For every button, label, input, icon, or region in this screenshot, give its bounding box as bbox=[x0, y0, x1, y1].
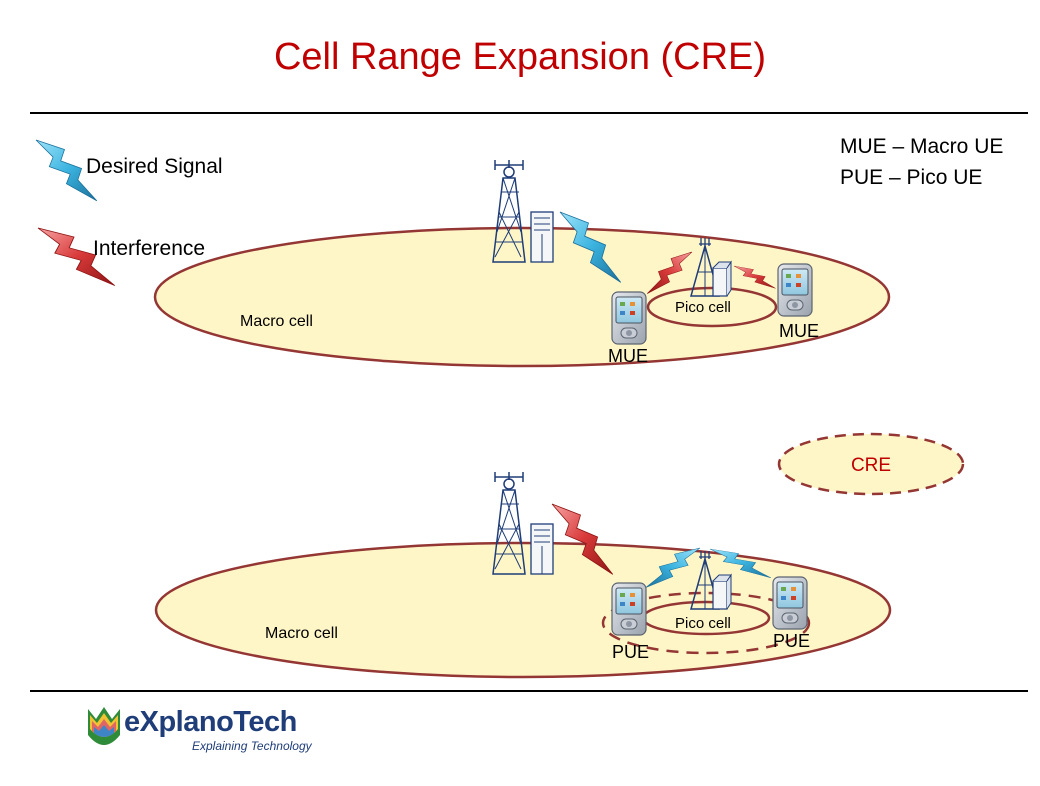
pue-phone-icon-right bbox=[772, 576, 808, 630]
logo-tagline: Explaining Technology bbox=[192, 739, 312, 753]
cre-label: CRE bbox=[851, 455, 891, 476]
logo-name: eXplanoTech bbox=[124, 706, 297, 738]
pico-cell-label-top: Pico cell bbox=[675, 299, 731, 316]
mue-label-left: MUE bbox=[608, 346, 648, 366]
cre-legend-ellipse bbox=[777, 432, 965, 496]
abbrev-mue: MUE – Macro UE bbox=[840, 135, 1003, 158]
interference-label: Interference bbox=[93, 237, 205, 260]
page-title: Cell Range Expansion (CRE) bbox=[273, 36, 767, 78]
mue-phone-icon-right bbox=[777, 263, 813, 317]
mue-phone-icon-left bbox=[611, 291, 647, 345]
pue-label-right: PUE bbox=[773, 631, 810, 651]
explanotech-logo-icon bbox=[88, 707, 120, 745]
abbrev-pue: PUE – Pico UE bbox=[840, 166, 982, 189]
pico-cell-label-bottom: Pico cell bbox=[675, 615, 731, 632]
mue-label-right: MUE bbox=[779, 321, 819, 341]
pue-label-left: PUE bbox=[612, 642, 649, 662]
top-divider bbox=[30, 112, 1028, 114]
desired-signal-label: Desired Signal bbox=[86, 155, 223, 178]
pico-cell-top bbox=[646, 286, 778, 328]
macro-cell-label-bottom: Macro cell bbox=[265, 625, 338, 642]
macro-cell-label-top: Macro cell bbox=[240, 313, 313, 330]
pue-phone-icon-left bbox=[611, 582, 647, 636]
bottom-divider bbox=[30, 690, 1028, 692]
